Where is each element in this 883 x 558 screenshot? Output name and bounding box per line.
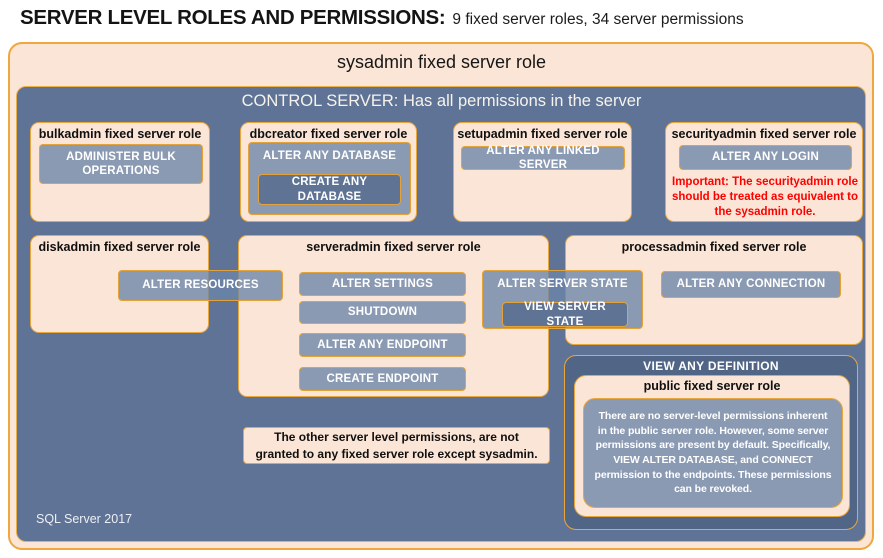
role-box-serveradmin: serveradmin fixed server role ALTER SETT… [238, 235, 549, 397]
permission-alter-any-login: ALTER ANY LOGIN [679, 145, 852, 170]
role-title-setupadmin: setupadmin fixed server role [457, 127, 628, 141]
page-title-main: SERVER LEVEL ROLES AND PERMISSIONS: [20, 6, 446, 29]
view-any-definition-box: VIEW ANY DEFINITION public fixed server … [564, 355, 858, 530]
permission-alter-any-linked-server: ALTER ANY LINKED SERVER [461, 145, 625, 171]
control-server-header: CONTROL SERVER: Has all permissions in t… [241, 92, 642, 110]
page-title: SERVER LEVEL ROLES AND PERMISSIONS: 9 fix… [20, 6, 744, 30]
sql-server-version-label: SQL Server 2017 [36, 512, 133, 526]
role-title-bulkadmin: bulkadmin fixed server role [38, 127, 202, 141]
permission-administer-bulk-operations: ADMINISTER BULK OPERATIONS [39, 144, 203, 184]
permission-create-endpoint: CREATE ENDPOINT [299, 367, 466, 391]
role-title-serveradmin: serveradmin fixed server role [306, 240, 481, 254]
permission-create-any-database: CREATE ANY DATABASE [258, 174, 401, 205]
securityadmin-warning-text: Important: The securityadmin role should… [672, 176, 858, 219]
permission-alter-settings: ALTER SETTINGS [299, 272, 466, 296]
role-title-dbcreator: dbcreator fixed server role [249, 127, 408, 141]
role-title-diskadmin: diskadmin fixed server role [38, 240, 201, 254]
view-any-definition-label: VIEW ANY DEFINITION [643, 359, 779, 373]
role-box-securityadmin: securityadmin fixed server role ALTER AN… [665, 122, 863, 222]
role-box-dbcreator: dbcreator fixed server role ALTER ANY DA… [240, 122, 417, 222]
permission-view-server-state: VIEW SERVER STATE [502, 301, 628, 328]
permission-alter-server-state: ALTER SERVER STATE VIEW SERVER STATE [482, 270, 643, 329]
role-box-public: public fixed server role There are no se… [574, 375, 850, 517]
role-title-processadmin: processadmin fixed server role [621, 240, 807, 254]
page-title-sub: 9 fixed server roles, 34 server permissi… [452, 11, 744, 28]
role-box-setupadmin: setupadmin fixed server role ALTER ANY L… [453, 122, 632, 222]
role-title-public: public fixed server role [643, 379, 781, 393]
permission-shutdown: SHUTDOWN [299, 301, 466, 324]
permission-alter-server-state-label: ALTER SERVER STATE [497, 278, 628, 290]
permission-alter-any-database: ALTER ANY DATABASE CREATE ANY DATABASE [248, 142, 411, 215]
role-title-securityadmin: securityadmin fixed server role [671, 127, 857, 141]
other-permissions-note: The other server level permissions, are … [243, 427, 550, 464]
public-role-note: There are no server-level permissions in… [583, 398, 843, 508]
role-box-bulkadmin: bulkadmin fixed server role ADMINISTER B… [30, 122, 210, 222]
permission-alter-any-connection: ALTER ANY CONNECTION [661, 271, 841, 298]
permission-alter-any-database-label: ALTER ANY DATABASE [262, 150, 397, 162]
sysadmin-role-label: sysadmin fixed server role [336, 52, 547, 72]
permission-alter-any-endpoint: ALTER ANY ENDPOINT [299, 333, 466, 357]
permission-alter-resources: ALTER RESOURCES [118, 270, 283, 301]
